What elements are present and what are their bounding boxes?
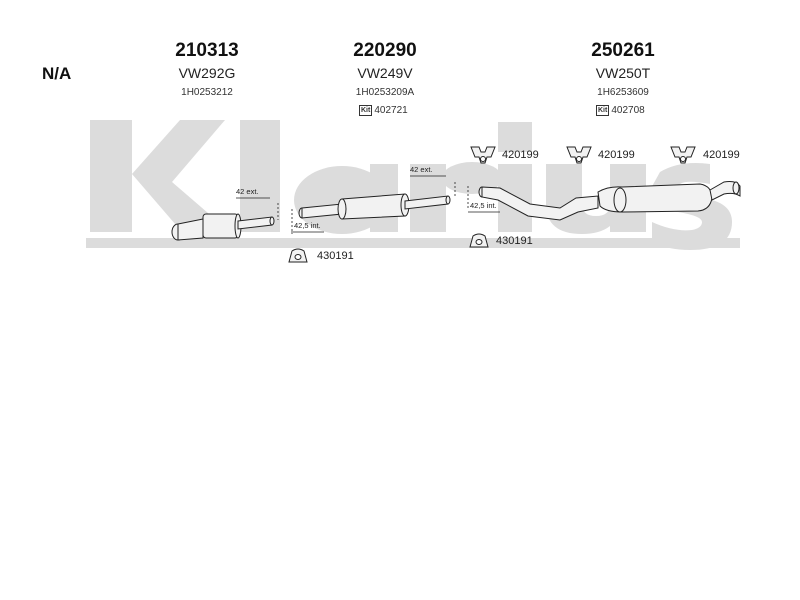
part-kit-number-2: 402721	[374, 105, 408, 116]
part-oem-2: 1H0253209A	[355, 87, 415, 98]
part-code-2: VW249V	[357, 65, 413, 81]
hanger-label-3: 420199	[703, 149, 740, 161]
part-code-3: VW250T	[595, 65, 651, 81]
part-kit-2: Kit 402721	[359, 105, 408, 116]
part-code-1: VW292G	[178, 65, 236, 81]
front-pipe-part	[171, 213, 275, 241]
kit-tag-icon: Kit	[359, 105, 373, 116]
part-kit-3: Kit 402708	[596, 105, 645, 116]
hanger-420199-icon	[566, 146, 592, 164]
rear-silencer-part	[478, 181, 741, 221]
hanger-420199-icon	[670, 146, 696, 164]
dimension-label-int-1: 42,5 int.	[294, 221, 321, 230]
kit-tag-icon: Kit	[596, 105, 610, 116]
part-oem-1: 1H0253212	[181, 87, 233, 98]
na-label: N/A	[42, 64, 72, 83]
rubber-mount-430191-icon	[469, 233, 489, 248]
mount-label-2: 430191	[496, 235, 533, 247]
rubber-mount-430191-icon	[288, 248, 308, 263]
hanger-label-2: 420199	[598, 149, 635, 161]
part-number-1: 210313	[175, 40, 239, 61]
hanger-420199-icon	[470, 146, 496, 164]
hanger-label-1: 420199	[502, 149, 539, 161]
part-number-3: 250261	[591, 40, 655, 61]
centre-silencer-part	[298, 193, 451, 220]
mount-label-1: 430191	[317, 250, 354, 262]
dimension-label-ext-2: 42 ext.	[410, 165, 433, 174]
part-oem-3: 1H6253609	[597, 87, 649, 98]
dimension-label-int-2: 42,5 int.	[470, 201, 497, 210]
dimension-label-ext-1: 42 ext.	[236, 187, 259, 196]
part-kit-number-3: 402708	[611, 105, 645, 116]
part-number-2: 220290	[353, 40, 417, 61]
